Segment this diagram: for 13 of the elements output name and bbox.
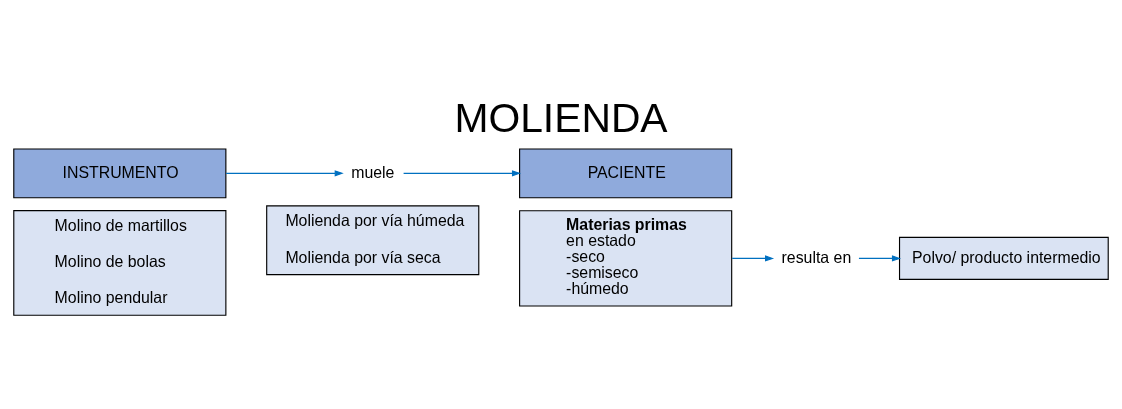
node-box: Molienda por vía húmeda Molienda por vía seca	[266, 204, 480, 275]
node-text: resulta en	[781, 248, 852, 266]
arrow	[225, 169, 344, 177]
node-box: INSTRUMENTO	[13, 147, 227, 198]
arrow	[731, 254, 775, 262]
node-box: PACIENTE	[519, 147, 733, 198]
node-box: Materias primas en estado -seco -semiseco -húmedo	[519, 209, 733, 307]
diagram-title: MOLIENDA	[454, 94, 668, 141]
arrow	[858, 254, 902, 262]
node-text: muele	[351, 163, 395, 181]
arrow	[403, 169, 522, 177]
node-box: Molino de martillos Molino de bolas Molino pendular	[13, 209, 227, 316]
node-box: Polvo/ producto intermedio	[898, 236, 1109, 280]
